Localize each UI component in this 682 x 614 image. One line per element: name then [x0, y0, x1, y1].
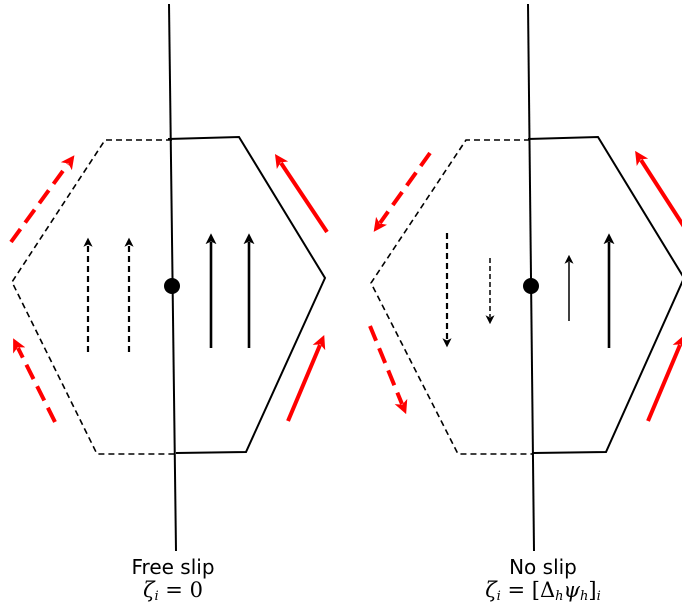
interior-tangential-arrow — [635, 150, 682, 228]
ghost-tangential-arrow — [373, 151, 432, 232]
boundary-line — [168, 3, 177, 552]
ghost-tangential-arrow — [13, 338, 57, 423]
free-slip-caption: Free slip ζi = 0 — [83, 556, 263, 609]
ghost-cell-edge — [11, 139, 175, 455]
free-slip-panel — [9, 3, 329, 552]
no-slip-caption: No slip ζi = [Δhψh]i — [443, 556, 643, 609]
boundary-node — [523, 278, 539, 294]
interior-cell-edge — [167, 135, 327, 454]
interior-tangential-arrow — [274, 153, 329, 234]
free-slip-title: Free slip — [131, 555, 215, 579]
ghost-tangential-arrow — [9, 155, 75, 244]
no-slip-formula: ζi = [Δhψh]i — [485, 578, 601, 604]
ghost-tangential-arrow — [368, 325, 408, 415]
boundary-node — [164, 278, 180, 294]
interior-tangential-arrow — [286, 334, 326, 422]
ghost-cell-edge — [370, 139, 532, 455]
interior-tangential-arrow — [646, 334, 682, 422]
boundary-line — [527, 3, 535, 552]
no-slip-panel — [368, 3, 682, 552]
interior-cell-edge — [527, 135, 682, 454]
free-slip-formula: ζi = 0 — [143, 578, 203, 604]
no-slip-title: No slip — [509, 555, 577, 579]
